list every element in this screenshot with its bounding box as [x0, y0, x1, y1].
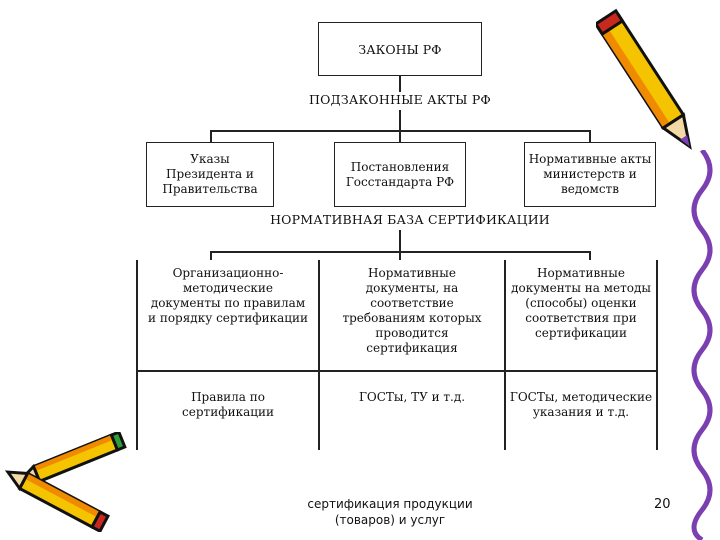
wavy-border-decoration — [691, 150, 713, 540]
column-divider — [656, 260, 658, 450]
connector-line — [399, 230, 401, 251]
column-divider — [504, 260, 506, 450]
resolutions-box: Постановления Госстандарта РФ — [334, 142, 466, 207]
connector-line — [399, 251, 401, 260]
column-divider — [136, 260, 138, 450]
decrees-label: Указы Президента и Правительства — [162, 152, 258, 196]
connector-line — [589, 130, 591, 142]
footer-caption: сертификация продукции (товаров) и услуг — [307, 497, 473, 527]
column-divider — [318, 260, 320, 450]
org-method-docs-label: Организационно- методические документы п… — [148, 266, 308, 325]
pencil-icon — [596, 8, 692, 150]
ministry-acts-box: Нормативные акты министерств и ведомств — [524, 142, 656, 207]
gost-tu-label: ГОСТы, ТУ и т.д. — [358, 390, 466, 404]
connector-line — [399, 110, 401, 130]
page-number: 20 — [654, 497, 671, 512]
row-separator — [136, 370, 657, 372]
connector-line — [210, 130, 212, 142]
gost-guidelines-label: ГОСТы, методические указания и т.д. — [509, 390, 653, 419]
connector-line — [210, 251, 212, 260]
laws-label: ЗАКОНЫ РФ — [358, 41, 442, 57]
pencils-icon — [4, 432, 127, 532]
bylaws-heading: ПОДЗАКОННЫЕ АКТЫ РФ — [308, 92, 492, 107]
connector-line — [589, 251, 591, 260]
normative-docs-methods-label: Нормативные документы на методы (способы… — [511, 266, 651, 340]
ministry-acts-label: Нормативные акты министерств и ведомств — [528, 152, 652, 196]
certification-rules-label: Правила по сертификации — [182, 390, 274, 419]
normative-base-heading: НОРМАТИВНАЯ БАЗА СЕРТИФИКАЦИИ — [270, 212, 550, 227]
laws-box: ЗАКОНЫ РФ — [318, 22, 482, 76]
connector-line — [399, 130, 401, 142]
decrees-box: Указы Президента и Правительства — [146, 142, 274, 207]
resolutions-label: Постановления Госстандарта РФ — [345, 159, 455, 189]
normative-docs-compliance-label: Нормативные документы, на соответствие т… — [342, 266, 482, 355]
connector-line — [399, 76, 401, 92]
